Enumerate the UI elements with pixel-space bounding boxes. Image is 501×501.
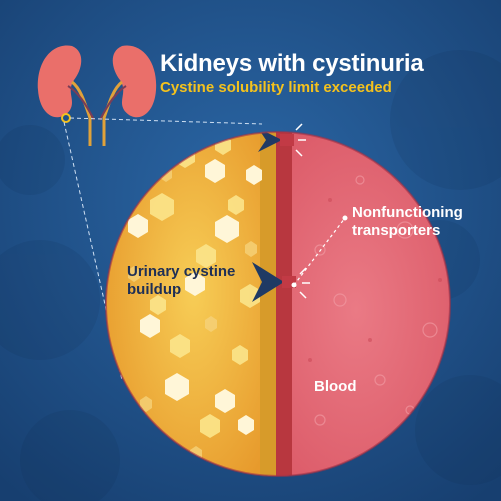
page-title: Kidneys with cystinuria [160, 50, 424, 77]
transporter-pointer [291, 215, 348, 288]
blood-label: Blood [314, 378, 357, 395]
membrane [276, 132, 292, 476]
transporter-top-icon [258, 132, 294, 152]
cell-wall [260, 132, 276, 476]
page-subtitle: Cystine solubility limit exceeded [160, 79, 392, 96]
transporters-label: Nonfunctioning transporters [352, 204, 463, 239]
urinary-buildup-label: Urinary cystine buildup [127, 263, 236, 298]
cystine-crystals [128, 135, 262, 462]
broken-signal-marks [295, 123, 310, 299]
kidneys-icon [37, 45, 157, 146]
